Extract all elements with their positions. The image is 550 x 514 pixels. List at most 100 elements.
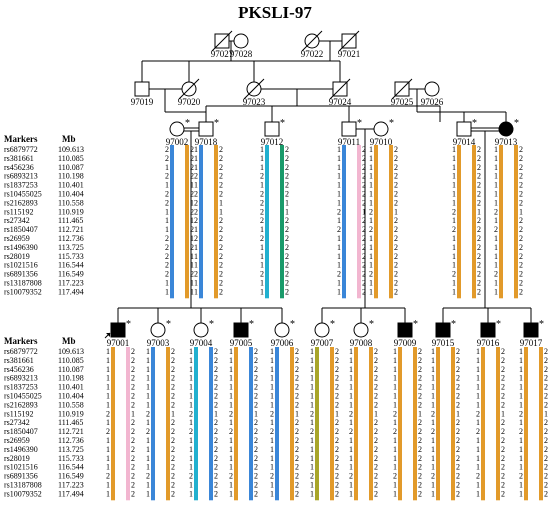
allele-left: 1 bbox=[270, 392, 274, 401]
allele-right: 2 bbox=[477, 279, 481, 288]
allele-right: 2 bbox=[519, 287, 523, 296]
allele-left: 1 bbox=[194, 154, 198, 163]
allele-right: 2 bbox=[285, 190, 289, 199]
allele-right: 2 bbox=[171, 454, 175, 463]
allele-left: 1 bbox=[229, 481, 233, 490]
allele-left: 1 bbox=[369, 234, 373, 243]
allele-right: 2 bbox=[456, 481, 460, 490]
allele-left: 1 bbox=[106, 436, 110, 445]
haplotype-bar-right bbox=[413, 347, 417, 501]
allele-right: 2 bbox=[295, 356, 299, 365]
allele-right: 2 bbox=[295, 374, 299, 383]
individual-id-label: 97004 bbox=[190, 338, 213, 348]
allele-right: 2 bbox=[501, 472, 505, 481]
haplotype-bar-left bbox=[315, 347, 319, 501]
allele-right: 2 bbox=[501, 454, 505, 463]
allele-left: 1 bbox=[165, 279, 169, 288]
allele-left: 1 bbox=[337, 252, 341, 261]
allele-right: 2 bbox=[394, 287, 398, 296]
individual-id-label: 97028 bbox=[230, 49, 253, 59]
allele-right: 1 bbox=[374, 409, 378, 418]
allele-right: 1 bbox=[190, 261, 194, 270]
allele-left: 1 bbox=[310, 418, 314, 427]
marker-id: rs6891356 bbox=[4, 270, 38, 279]
allele-right: 2 bbox=[519, 198, 523, 207]
allele-left: 1 bbox=[431, 463, 435, 472]
allele-left: 1 bbox=[369, 287, 373, 296]
allele-right: 2 bbox=[285, 287, 289, 296]
allele-left: 1 bbox=[189, 463, 193, 472]
allele-left: 1 bbox=[260, 252, 264, 261]
allele-left: 2 bbox=[194, 207, 198, 216]
allele-left: 1 bbox=[494, 154, 498, 163]
allele-right: 2 bbox=[295, 427, 299, 436]
marker-id: rs27342 bbox=[4, 216, 30, 225]
allele-right: 1 bbox=[544, 409, 548, 418]
allele-left: 1 bbox=[431, 489, 435, 498]
allele-left: 2 bbox=[349, 472, 353, 481]
allele-right: 2 bbox=[394, 279, 398, 288]
allele-left: 1 bbox=[494, 181, 498, 190]
allele-right: 2 bbox=[285, 216, 289, 225]
allele-right: 2 bbox=[456, 436, 460, 445]
allele-left: 1 bbox=[310, 400, 314, 409]
genotyped-asterisk: * bbox=[389, 118, 394, 129]
allele-left: 1 bbox=[189, 383, 193, 392]
allele-left: 1 bbox=[349, 463, 353, 472]
marker-id: rs26959 bbox=[4, 234, 30, 243]
allele-left: 1 bbox=[270, 400, 274, 409]
allele-right: 2 bbox=[477, 234, 481, 243]
allele-left: 1 bbox=[270, 445, 274, 454]
individual-id-label: 97026 bbox=[421, 97, 444, 107]
haplotype-bar-right bbox=[514, 145, 518, 299]
allele-left: 1 bbox=[452, 181, 456, 190]
allele-right: 2 bbox=[544, 347, 548, 356]
allele-right: 2 bbox=[214, 436, 218, 445]
deceased-slash bbox=[243, 78, 265, 100]
allele-left: 1 bbox=[476, 418, 480, 427]
allele-left: 1 bbox=[393, 356, 397, 365]
allele-left: 2 bbox=[349, 409, 353, 418]
individual-id-label: 97018 bbox=[195, 137, 218, 147]
allele-left: 1 bbox=[260, 145, 264, 154]
allele-right: 2 bbox=[219, 261, 223, 270]
allele-left: 1 bbox=[349, 374, 353, 383]
allele-left: 1 bbox=[146, 374, 150, 383]
allele-left: 1 bbox=[106, 365, 110, 374]
allele-left: 1 bbox=[146, 445, 150, 454]
allele-right: 2 bbox=[394, 154, 398, 163]
allele-left: 1 bbox=[229, 347, 233, 356]
haplotype-bar-right bbox=[357, 145, 361, 299]
allele-left: 1 bbox=[310, 365, 314, 374]
allele-right: 2 bbox=[374, 436, 378, 445]
haplotype-bar-left bbox=[194, 347, 198, 501]
allele-left: 1 bbox=[494, 190, 498, 199]
allele-left: 1 bbox=[229, 454, 233, 463]
genotyped-asterisk: * bbox=[185, 118, 190, 129]
allele-right: 2 bbox=[477, 243, 481, 252]
allele-right: 2 bbox=[219, 181, 223, 190]
allele-left: 1 bbox=[260, 181, 264, 190]
allele-right: 2 bbox=[295, 365, 299, 374]
allele-right: 1 bbox=[190, 181, 194, 190]
allele-left: 1 bbox=[494, 234, 498, 243]
haplotype-bar-left bbox=[342, 145, 346, 299]
allele-right: 2 bbox=[285, 234, 289, 243]
allele-right: 2 bbox=[190, 207, 194, 216]
allele-left: 1 bbox=[189, 481, 193, 490]
allele-right: 2 bbox=[477, 190, 481, 199]
allele-right: 2 bbox=[254, 400, 258, 409]
allele-left: 2 bbox=[337, 270, 341, 279]
allele-right: 2 bbox=[456, 463, 460, 472]
allele-right: 2 bbox=[501, 418, 505, 427]
allele-left: 2 bbox=[431, 427, 435, 436]
allele-right: 2 bbox=[131, 436, 135, 445]
marker-id: rs381661 bbox=[4, 154, 34, 163]
allele-left: 1 bbox=[476, 481, 480, 490]
individual-id-label: 97025 bbox=[391, 97, 414, 107]
allele-right: 2 bbox=[295, 463, 299, 472]
allele-right: 2 bbox=[544, 445, 548, 454]
deceased-slash bbox=[338, 30, 360, 52]
allele-left: 2 bbox=[260, 234, 264, 243]
allele-left: 1 bbox=[393, 374, 397, 383]
